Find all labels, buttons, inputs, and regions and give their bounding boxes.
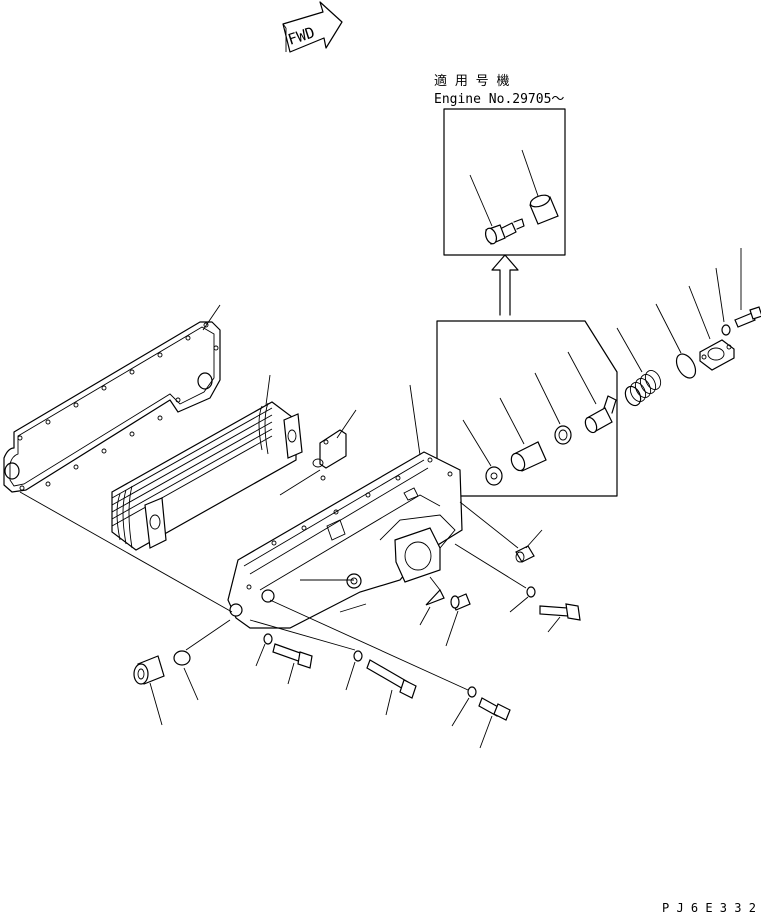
upward-arrow [491, 254, 519, 316]
drawing-code: P J 6 E 3 3 2 [662, 901, 756, 914]
bolt-d [478, 697, 511, 749]
washer-leader-line-2 [454, 543, 527, 589]
washer-d [451, 686, 477, 727]
plug-leader-line-3 [429, 576, 441, 591]
applicability-heading: 適 用 号 機 [434, 73, 509, 89]
oil-cooler-case [227, 384, 463, 629]
washer-leader-line [249, 619, 356, 651]
bolt-c [366, 659, 417, 716]
washer-a [509, 586, 536, 613]
union-leader-line [459, 501, 519, 549]
thermostat-valve [567, 351, 617, 434]
fwd-label: FWD [286, 23, 317, 48]
thermostat-spring [616, 327, 662, 407]
engine-number-label: Engine No.29705～ [434, 92, 564, 107]
cooler-small-gasket [279, 409, 357, 496]
oil-cooler-core [111, 374, 303, 551]
cover-bolt [734, 248, 761, 328]
bolt-leader-line [269, 599, 469, 691]
cooler-case-gasket [3, 304, 221, 493]
cone-plug [419, 588, 445, 626]
cap-plug [173, 650, 199, 701]
thermostat-sleeve [499, 397, 547, 472]
inset-box [443, 108, 566, 256]
bolt-b [272, 643, 313, 685]
washer-c [345, 650, 363, 691]
bolt-a [539, 603, 581, 633]
gasket-leader-line [19, 491, 233, 613]
union-fitting [515, 529, 543, 563]
filter-plug [133, 655, 165, 726]
cover-washer [715, 267, 731, 336]
seal-washer [462, 419, 503, 486]
inset-sleeve [521, 149, 559, 225]
drain-plug [445, 593, 471, 647]
fwd-arrow-sign: FWD [282, 1, 343, 53]
thermostat-seal-ring [534, 372, 572, 445]
cap-leader-line [185, 619, 231, 651]
inset-thermostat-valve [469, 174, 525, 245]
thermostat-cover [688, 285, 735, 371]
plug-leader-line-2 [339, 603, 367, 613]
washer-b [255, 633, 273, 667]
thermostat-group-outline [436, 320, 618, 497]
gasket-bolt-holes [17, 322, 219, 491]
o-ring [655, 303, 697, 379]
